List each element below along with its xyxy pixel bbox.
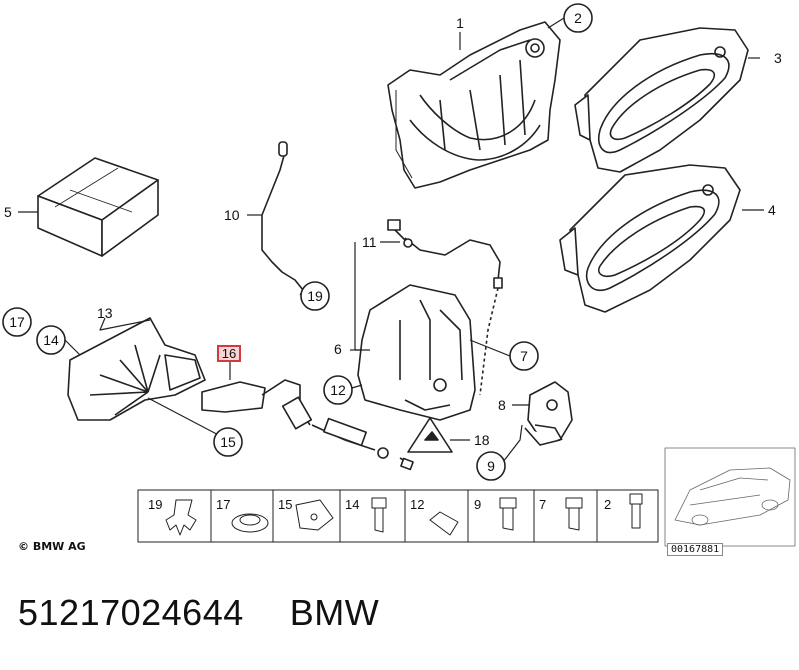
highlighted-part-label (217, 345, 241, 362)
parts-strip (137, 489, 659, 543)
car-thumbnail (664, 447, 796, 547)
strip-label-1: 19 (148, 497, 162, 512)
part-cable-11 (387, 219, 503, 396)
part-warning-label-18 (407, 417, 453, 453)
strip-label-7: 7 (539, 497, 546, 512)
strip-label-5: 12 (410, 497, 424, 512)
brand: BMW (289, 592, 380, 633)
strip-label-8: 2 (604, 497, 611, 512)
callout-7: 7 (520, 348, 528, 364)
callout-14: 14 (43, 332, 59, 348)
callout-18: 18 (474, 432, 490, 448)
part-lock-6 (357, 284, 476, 421)
callout-4: 4 (768, 202, 776, 218)
callout-9: 9 (487, 458, 495, 474)
part-caption: 51217024644 BMW (18, 592, 425, 634)
strip-label-6: 9 (474, 497, 481, 512)
diagram-reference: 00167881 (667, 543, 724, 556)
callout-10: 10 (224, 207, 240, 223)
callout-3: 3 (774, 50, 782, 66)
part-striker-8 (524, 381, 573, 446)
strip-label-4: 14 (345, 497, 359, 512)
part-carrier-1 (387, 21, 561, 189)
callout-6: 6 (334, 341, 342, 357)
part-rod-10 (261, 141, 304, 291)
callout-16: 16 (221, 346, 237, 361)
callout-12: 12 (330, 382, 346, 398)
callout-circles (2, 3, 593, 481)
part-handle-3 (574, 27, 749, 173)
strip-label-2: 17 (216, 497, 230, 512)
callout-1: 1 (456, 15, 464, 31)
part-box-5 (37, 157, 159, 257)
callout-5: 5 (4, 204, 12, 220)
part-number: 51217024644 (18, 592, 244, 633)
strip-label-3: 15 (278, 497, 292, 512)
copyright: © BMW AG (18, 540, 86, 553)
part-housing-13 (67, 317, 206, 421)
callout-17: 17 (9, 314, 25, 330)
callout-8: 8 (498, 397, 506, 413)
part-actuator-16 (201, 379, 414, 471)
callout-13: 13 (97, 305, 113, 321)
part-handle-4 (559, 164, 741, 313)
callout-11: 11 (362, 234, 377, 250)
callout-15: 15 (220, 434, 236, 450)
callout-19: 19 (307, 288, 323, 304)
callout-2: 2 (574, 10, 582, 26)
